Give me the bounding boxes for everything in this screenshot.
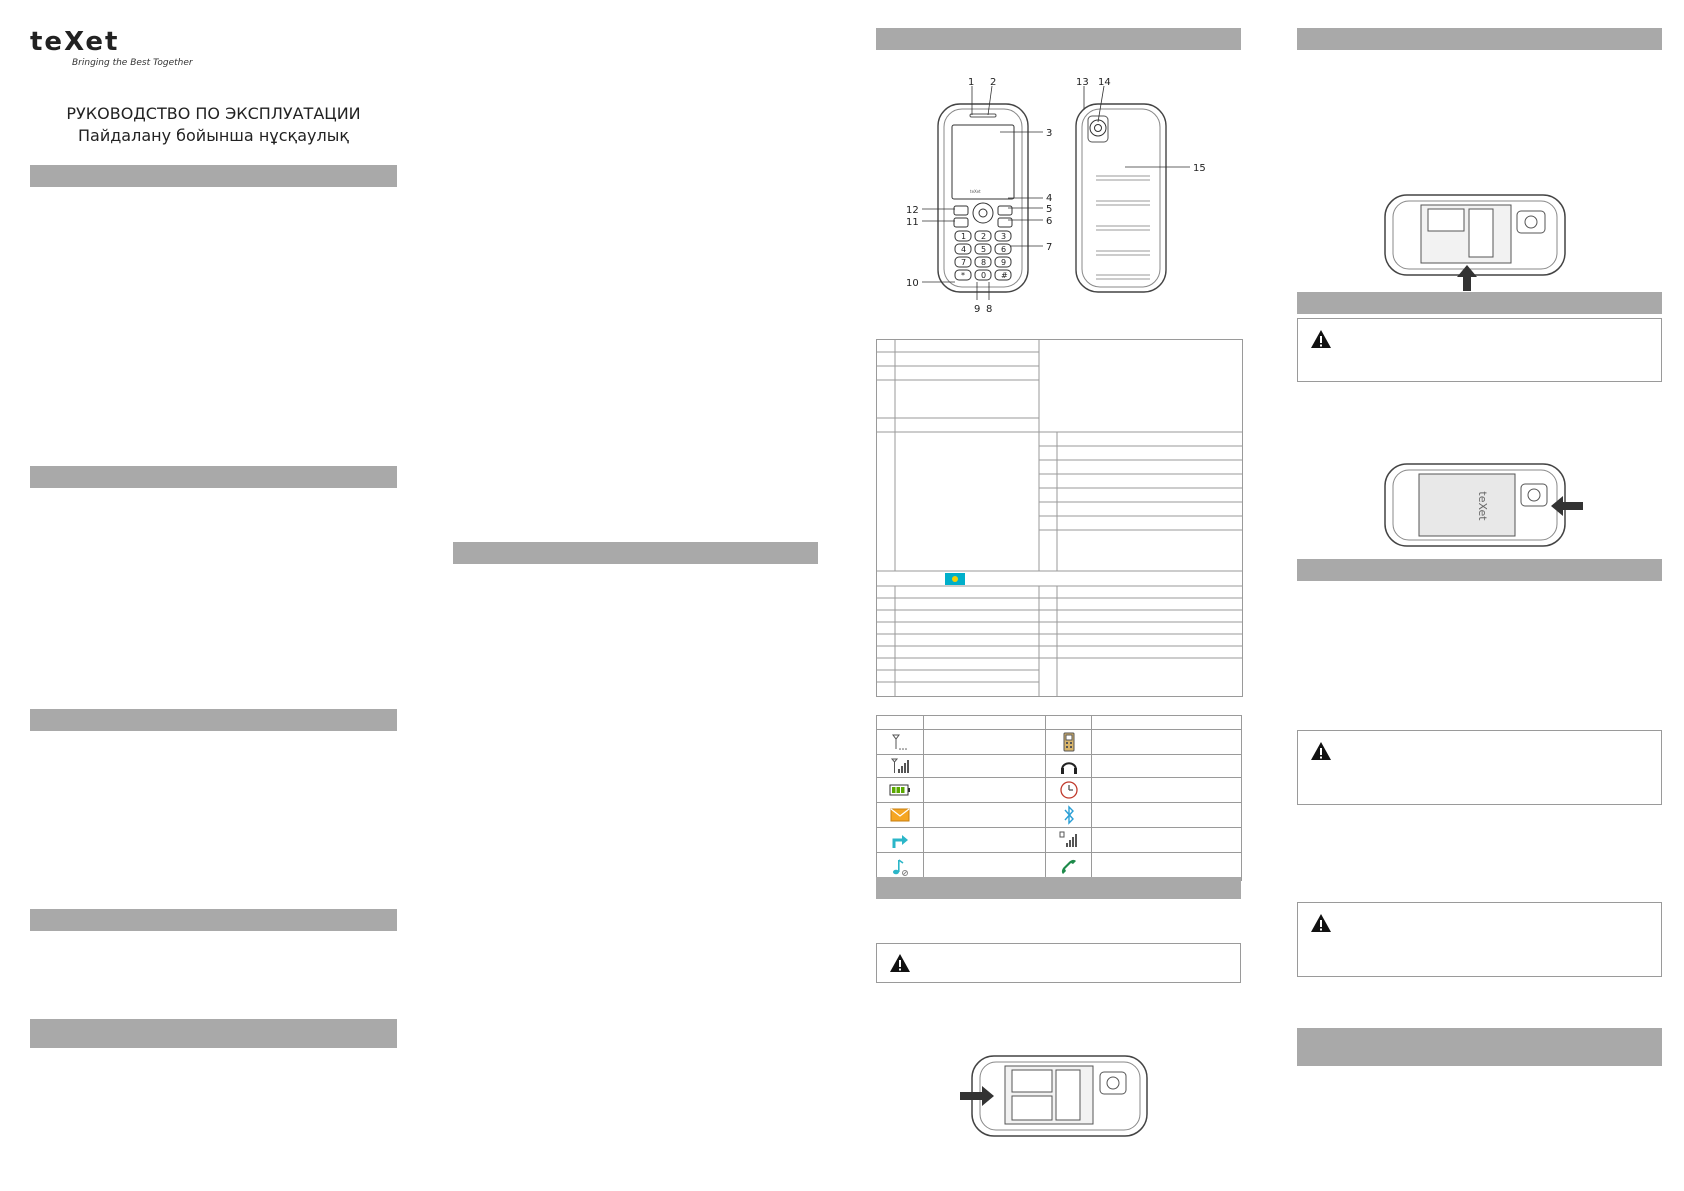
status-icons-table (876, 715, 1242, 881)
svg-text:teXet: teXet (30, 28, 119, 56)
bluetooth-icon (1046, 805, 1092, 825)
envelope-message-icon (877, 808, 923, 822)
svg-text:3: 3 (1046, 128, 1052, 139)
svg-text:15: 15 (1193, 163, 1206, 174)
warning-box (1297, 318, 1662, 382)
svg-text:14: 14 (1098, 77, 1111, 88)
svg-text:2: 2 (990, 77, 996, 88)
svg-text:9: 9 (1001, 258, 1006, 267)
section-header (876, 877, 1241, 899)
alarm-clock-icon (1046, 780, 1092, 800)
svg-text:5: 5 (981, 245, 986, 254)
svg-text:1: 1 (961, 232, 966, 241)
manual-title-ru: РУКОВОДСТВО ПО ЭКСПЛУАТАЦИИ (66, 104, 361, 123)
warning-icon (890, 954, 910, 972)
headphones-icon (1046, 757, 1092, 775)
svg-text:teXet: teXet (1476, 491, 1489, 521)
music-note-icon (877, 857, 923, 877)
svg-text:*: * (961, 271, 965, 280)
handset-icon (1046, 857, 1092, 877)
svg-text:9: 9 (974, 304, 980, 315)
svg-text:4: 4 (961, 245, 966, 254)
svg-text:13: 13 (1076, 77, 1089, 88)
section-header (30, 466, 397, 488)
section-header (1297, 1028, 1662, 1066)
battery-compartment-figure (1383, 193, 1573, 291)
brand-logo: teXet (30, 27, 180, 57)
svg-text:0: 0 (981, 271, 986, 280)
section-header (1297, 28, 1662, 50)
key-function-table (876, 339, 1243, 697)
battery-full-icon (877, 783, 923, 797)
section-header (30, 1019, 397, 1048)
svg-text:3: 3 (1001, 232, 1006, 241)
svg-text:11: 11 (906, 217, 919, 228)
svg-text:6: 6 (1001, 245, 1006, 254)
warning-icon (1311, 330, 1331, 348)
section-header (876, 28, 1241, 50)
svg-text:teXet: teXet (970, 189, 981, 194)
section-header (453, 542, 818, 564)
signal-strength-icon (877, 757, 923, 775)
warning-icon (1311, 914, 1331, 932)
brand-tagline: Bringing the Best Together (72, 58, 193, 68)
svg-text:5: 5 (1046, 204, 1052, 215)
warning-box (1297, 730, 1662, 805)
svg-text:10: 10 (906, 278, 919, 289)
phone-keypad-icon (1046, 732, 1092, 752)
svg-text:8: 8 (981, 258, 986, 267)
section-header (1297, 559, 1662, 581)
svg-text:6: 6 (1046, 216, 1052, 227)
section-header (1297, 292, 1662, 314)
section-header (30, 909, 397, 931)
warning-icon (1311, 742, 1331, 760)
svg-text:#: # (1001, 271, 1008, 280)
svg-text:1: 1 (968, 77, 974, 88)
call-forward-icon (877, 830, 923, 850)
sim2-signal-icon (1046, 831, 1092, 849)
section-header (30, 709, 397, 731)
sim-slot-figure (960, 1054, 1150, 1138)
svg-text:8: 8 (986, 304, 992, 315)
svg-text:7: 7 (961, 258, 966, 267)
warning-box (876, 943, 1241, 983)
svg-text:4: 4 (1046, 193, 1052, 204)
section-header (30, 165, 397, 187)
svg-text:7: 7 (1046, 242, 1052, 253)
svg-text:12: 12 (906, 205, 919, 216)
antenna-no-signal-icon (877, 733, 923, 751)
warning-box (1297, 902, 1662, 977)
svg-text:2: 2 (981, 232, 986, 241)
battery-insert-figure: teXet (1383, 462, 1583, 550)
manual-title-kz: Пайдалану бойынша нұсқаулық (77, 126, 349, 145)
